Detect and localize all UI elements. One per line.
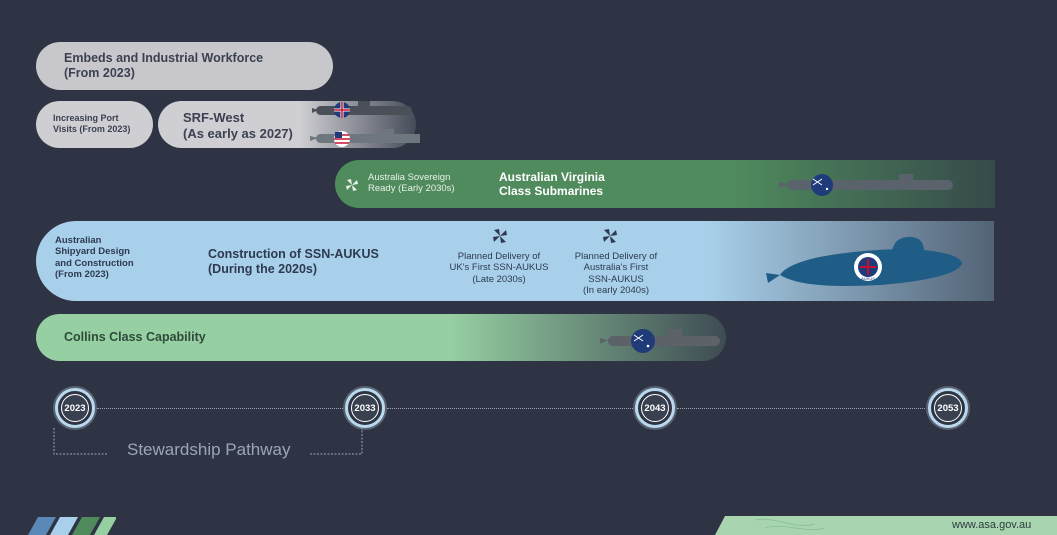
ssn-aukus-submarine-icon: AUKUS bbox=[766, 237, 962, 286]
collins-class-bar: Collins Class Capability bbox=[36, 314, 726, 361]
port-visits-bar: Increasing Port Visits (From 2023) bbox=[36, 101, 153, 148]
year-label: 2053 bbox=[934, 394, 962, 422]
year-label: 2033 bbox=[351, 394, 379, 422]
year-label: 2043 bbox=[641, 394, 669, 422]
website-url: www.asa.gov.au bbox=[952, 519, 1032, 531]
timeline-node-2053: 2053 bbox=[928, 388, 968, 428]
virginia-submarine-icon bbox=[779, 174, 953, 196]
srf-west-label: SRF-West (As early as 2027) bbox=[183, 110, 293, 141]
year-label: 2023 bbox=[61, 394, 89, 422]
stripes-logo-icon bbox=[28, 517, 116, 535]
virginia-class-label: Australian Virginia Class Submarines bbox=[499, 170, 605, 199]
embeds-workforce-bar: Embeds and Industrial Workforce (From 20… bbox=[36, 42, 333, 90]
aus-delivery-propeller-icon bbox=[603, 229, 617, 243]
timeline-connector bbox=[677, 408, 925, 409]
aus-delivery-label: Planned Delivery of Australia's First SS… bbox=[574, 251, 658, 297]
sovereign-ready-label: Australia Sovereign Ready (Early 2030s) bbox=[368, 172, 455, 195]
collins-submarine-icon bbox=[600, 329, 720, 353]
timeline-node-2033: 2033 bbox=[345, 388, 385, 428]
uk-delivery-label: Planned Delivery of UK's First SSN-AUKUS… bbox=[449, 251, 549, 285]
virginia-class-bar: Australia Sovereign Ready (Early 2030s) … bbox=[335, 160, 995, 208]
stewardship-bracket bbox=[53, 428, 363, 455]
timeline-node-2023: 2023 bbox=[55, 388, 95, 428]
timeline-connector bbox=[97, 408, 343, 409]
svg-text:AUKUS: AUKUS bbox=[861, 276, 875, 281]
propeller-icon bbox=[346, 179, 358, 191]
footer-band bbox=[715, 516, 1057, 535]
stewardship-pathway-label: Stewardship Pathway bbox=[127, 440, 291, 459]
uk-submarine-icon bbox=[312, 101, 412, 118]
uk-delivery-propeller-icon bbox=[493, 229, 507, 243]
srf-submarines-graphic bbox=[310, 101, 420, 147]
port-visits-label: Increasing Port Visits (From 2023) bbox=[53, 113, 131, 134]
ssn-aukus-bar: Australian Shipyard Design and Construct… bbox=[36, 221, 994, 301]
timeline-node-2043: 2043 bbox=[635, 388, 675, 428]
shipyard-label: Australian Shipyard Design and Construct… bbox=[55, 235, 134, 281]
timeline-connector bbox=[387, 408, 635, 409]
construction-label: Construction of SSN-AUKUS (During the 20… bbox=[208, 247, 379, 276]
embeds-label: Embeds and Industrial Workforce (From 20… bbox=[64, 51, 264, 80]
collins-label: Collins Class Capability bbox=[64, 330, 206, 344]
us-submarine-icon bbox=[310, 129, 420, 147]
